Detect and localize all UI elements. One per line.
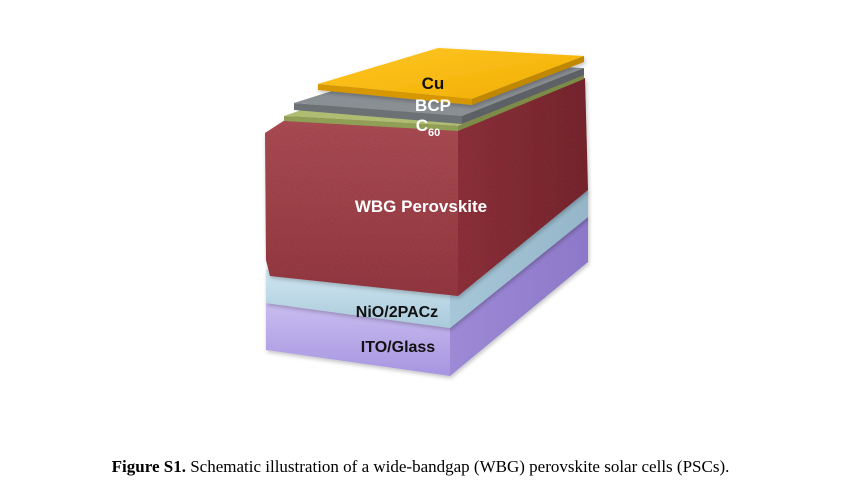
bcp-label: BCP (415, 96, 451, 115)
c60-label-subscript: 60 (428, 127, 440, 139)
c60-label-main: C (416, 116, 428, 135)
figure-caption-label: Figure S1. (111, 457, 186, 476)
cu-layer (318, 48, 584, 105)
ito-label: ITO/Glass (361, 339, 436, 356)
figure-caption: Figure S1. Schematic illustration of a w… (0, 457, 841, 477)
nio-label: NiO/2PACz (356, 304, 438, 321)
perovskite-label: WBG Perovskite (355, 197, 487, 216)
cu-label: Cu (422, 74, 445, 93)
c60-label: C60 (416, 116, 441, 139)
figure-caption-text: Schematic illustration of a wide-bandgap… (185, 457, 730, 476)
